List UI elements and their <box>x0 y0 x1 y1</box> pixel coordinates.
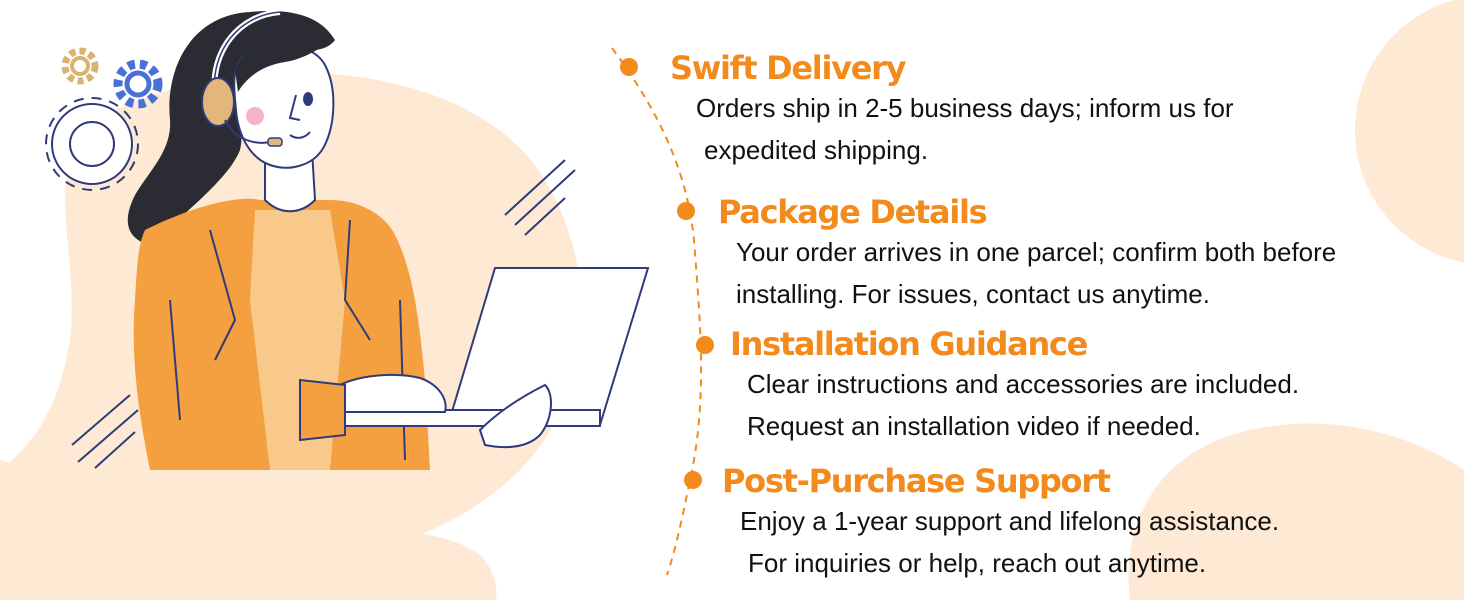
jacket-outline <box>169 219 406 461</box>
feature-description-line: Orders ship in 2-5 business days; inform… <box>696 93 1234 123</box>
gear-icon <box>61 47 99 85</box>
feature-description-line: For inquiries or help, reach out anytime… <box>748 548 1207 578</box>
gear-icon <box>45 97 139 191</box>
timeline-dot <box>684 471 702 489</box>
mouth <box>289 131 311 139</box>
timeline-dot <box>696 336 714 354</box>
timeline-dashed-curve <box>611 47 703 576</box>
eye <box>303 92 314 106</box>
support-agent-illustration <box>45 9 650 470</box>
timeline-dot <box>620 58 638 76</box>
feature-post-purchase-support: Post-Purchase Support Enjoy a 1-year sup… <box>722 462 1279 584</box>
hand <box>478 383 552 449</box>
top-right-peach-circle <box>1355 0 1464 263</box>
feature-package-details: Package Details Your order arrives in on… <box>718 193 1336 315</box>
feature-description-line: Your order arrives in one parcel; confir… <box>736 237 1337 267</box>
feature-installation-guidance: Installation Guidance Clear instructions… <box>730 325 1299 447</box>
feature-title: Post-Purchase Support <box>722 462 1111 500</box>
timeline-dot <box>677 202 695 220</box>
gear-icon <box>113 59 163 109</box>
bottom-right-peach-blob <box>1128 423 1464 600</box>
feature-title: Installation Guidance <box>730 325 1088 363</box>
feature-description-line: expedited shipping. <box>704 135 929 165</box>
nose <box>288 94 301 121</box>
headset-icon <box>201 9 283 147</box>
cheek <box>246 107 264 125</box>
hair <box>127 10 336 246</box>
hair-fringe <box>235 31 330 92</box>
motion-lines <box>71 159 576 469</box>
hand <box>338 373 447 413</box>
feature-description-line: Clear instructions and accessories are i… <box>747 369 1300 399</box>
feature-description-line: Request an installation video if needed. <box>747 411 1201 441</box>
sleeve <box>299 378 346 442</box>
feature-swift-delivery: Swift Delivery Orders ship in 2-5 busine… <box>670 49 1234 171</box>
feature-description-line: installing. For issues, contact us anyti… <box>736 279 1210 309</box>
feature-description-line: Enjoy a 1-year support and lifelong assi… <box>740 506 1280 536</box>
feature-title: Package Details <box>718 193 988 231</box>
feature-title: Swift Delivery <box>670 49 906 87</box>
bottom-left-peach-blob <box>0 460 497 600</box>
